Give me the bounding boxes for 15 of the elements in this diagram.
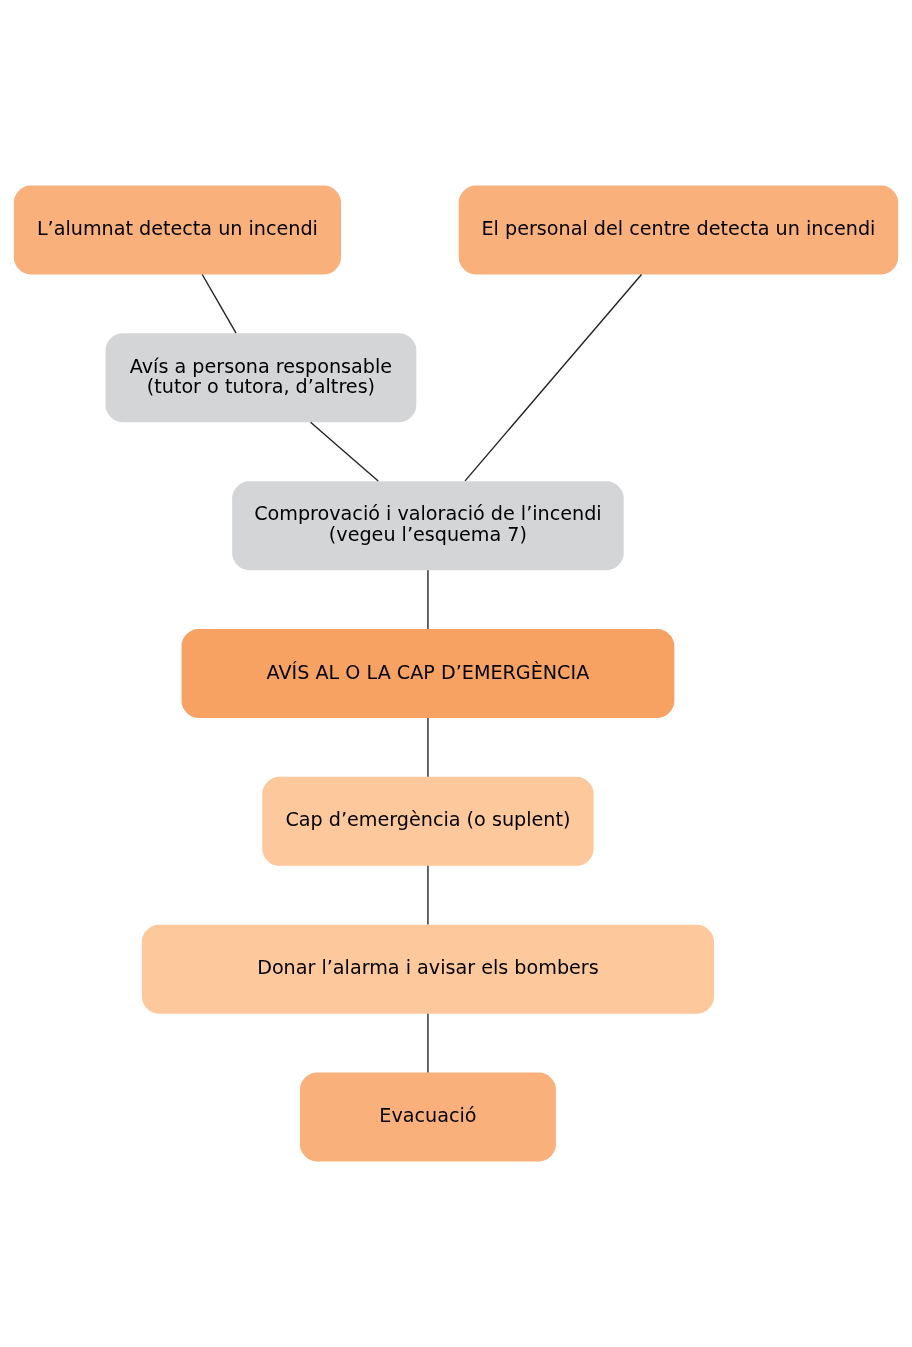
connector bbox=[427, 569, 429, 630]
node-box: Comprovació i valoració de l’incendi (vegeu l’esquema 7) bbox=[232, 481, 624, 571]
node-box: El personal del centre detecta un incendi bbox=[458, 185, 899, 275]
node-box: Donar l’alarma i avisar els bombers bbox=[141, 924, 715, 1014]
node-box: Cap d’emergència (o suplent) bbox=[262, 776, 594, 866]
connector bbox=[309, 421, 379, 482]
node-box: Avís a persona responsable (tutor o tutora, d’altres) bbox=[105, 333, 417, 423]
connector bbox=[427, 1013, 429, 1074]
connector bbox=[464, 273, 643, 482]
node-box: Evacuació bbox=[299, 1072, 556, 1162]
connector bbox=[201, 273, 237, 334]
node-box: L’alumnat detecta un incendi bbox=[13, 185, 341, 275]
connector bbox=[427, 865, 429, 926]
node-box: AVÍS AL O LA CAP D’EMERGÈNCIA bbox=[181, 629, 675, 718]
connector bbox=[427, 717, 429, 778]
